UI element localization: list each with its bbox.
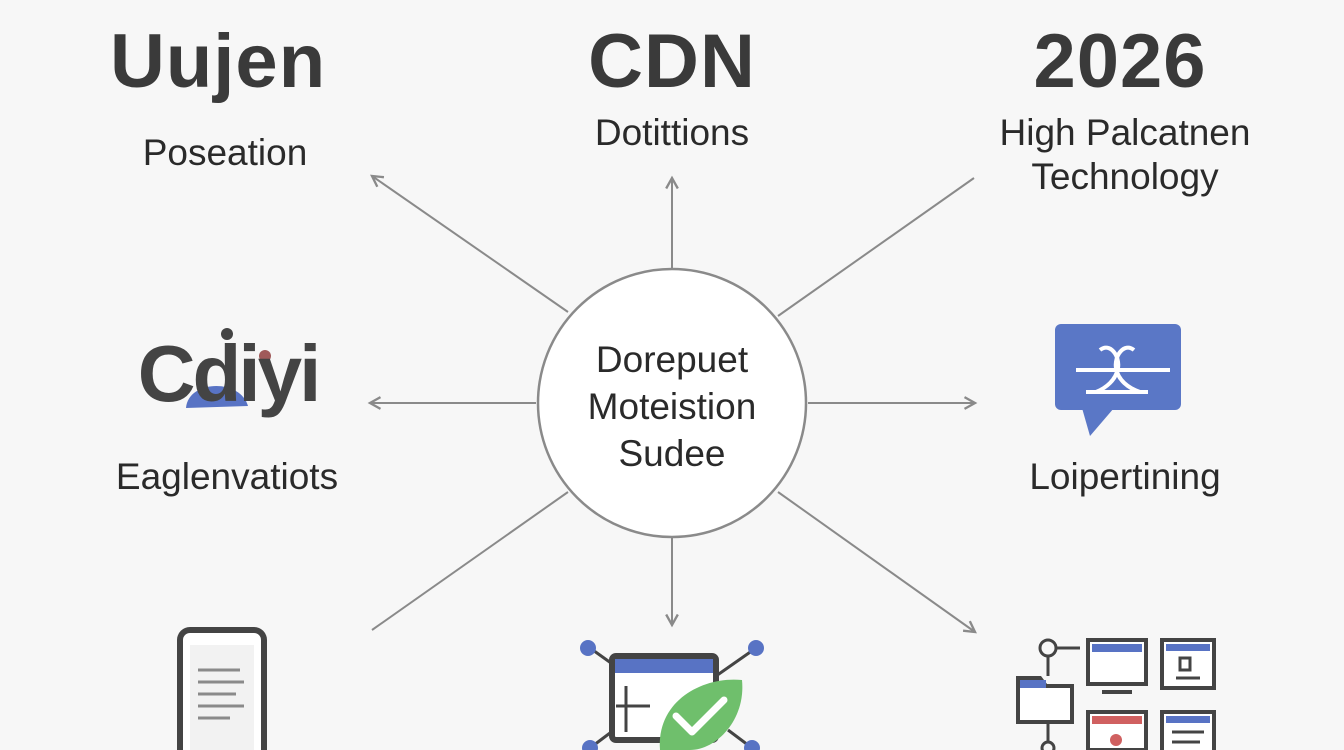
smartphone-icon [177,627,267,750]
node-top-left-caption: Poseation [142,132,308,173]
center-hub-label-line3: Sudee [618,433,726,474]
center-hub-label-line2: Moteistion [587,386,757,427]
node-top-right-headline: 2026 [1033,19,1207,104]
device-network-icon [1016,638,1216,750]
node-mid-right-caption: Loipertining [1029,456,1221,497]
connector-top-left [372,176,569,313]
node-top-right-caption-line1: High Palcatnen [999,112,1251,153]
node-top-center-caption: Dotittions [594,112,750,153]
connector-top-right [777,177,975,317]
browser-checkmark-icon [580,640,764,750]
node-mid-left-logo-text: Cdiyi [137,329,322,418]
node-mid-left-caption: Eaglenvatiots [115,456,339,497]
connector-bottom-right [777,491,975,632]
center-hub-circle [536,267,808,539]
connector-bottom-left [371,491,569,631]
node-top-right-caption-line2: Technology [1031,156,1219,197]
cdiyi-logo-mark [186,328,271,408]
node-top-center-headline: CDN [588,19,756,104]
center-hub-label-line1: Dorepuet [595,339,749,380]
node-top-left-headline: Uujen [110,19,327,104]
chat-bubble-icon [1055,324,1181,436]
